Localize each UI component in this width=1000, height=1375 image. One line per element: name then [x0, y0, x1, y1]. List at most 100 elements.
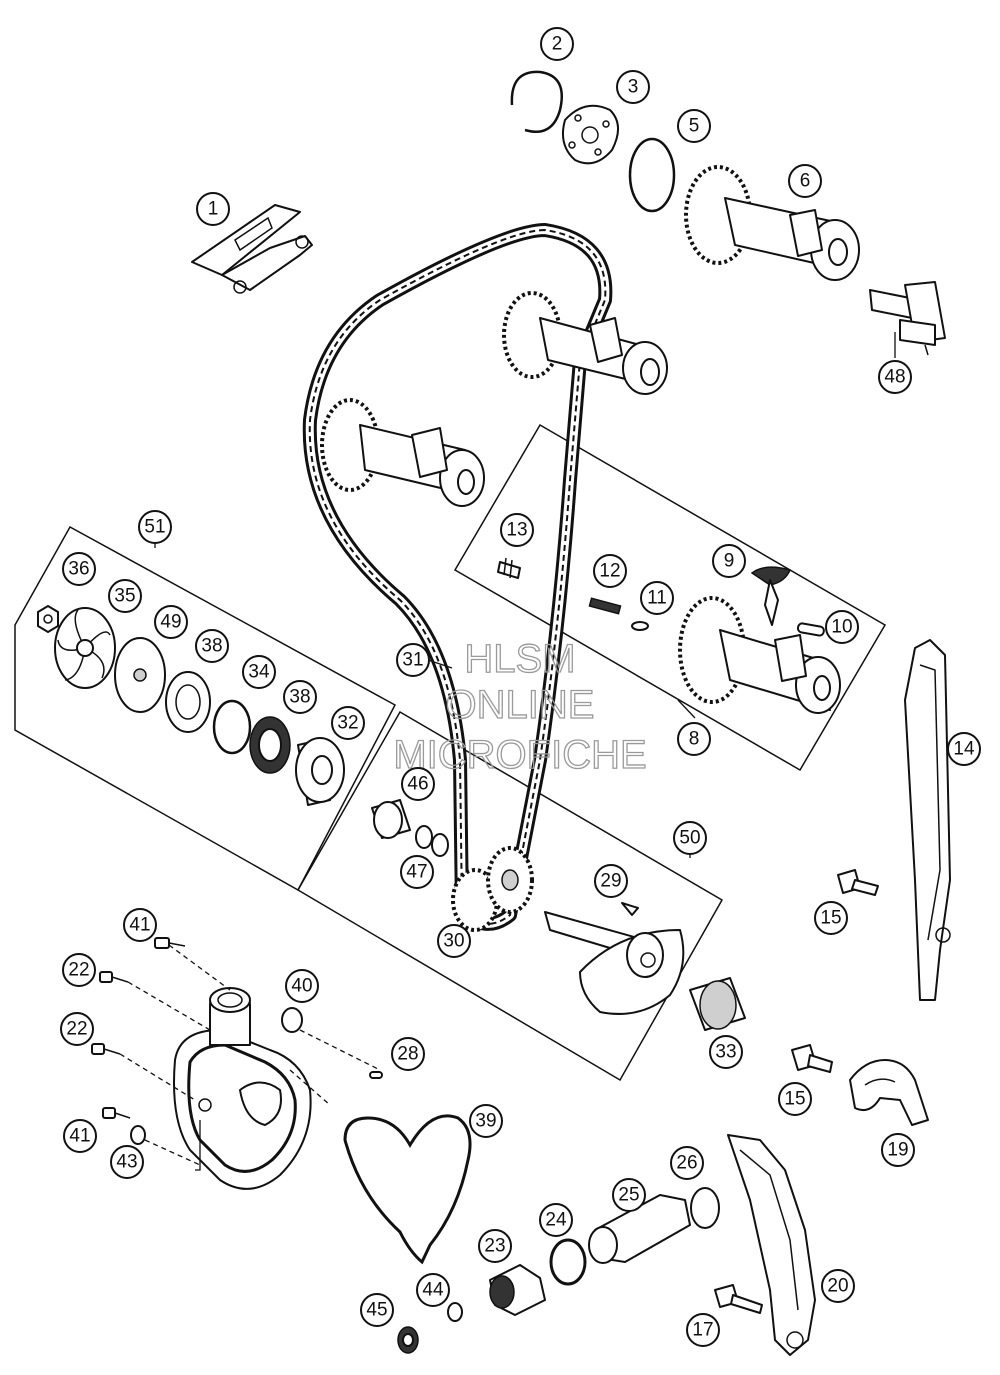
part-24-oring [549, 1238, 587, 1286]
svg-text:2: 2 [552, 34, 563, 55]
part-22-bolt-lower [91, 1043, 121, 1055]
part-26-oring [690, 1187, 720, 1229]
callout-8: 8 [677, 722, 711, 756]
callout-5: 5 [677, 109, 711, 143]
part-2-circlip [510, 70, 563, 133]
part-48-sensor [869, 281, 946, 356]
callout-15-lower: 15 [778, 1082, 812, 1116]
watermark: HLSM ONLINE MICROFICHE [393, 636, 648, 777]
part-5-oring [628, 137, 676, 213]
svg-text:3: 3 [628, 77, 639, 98]
svg-text:17: 17 [692, 1320, 713, 1341]
callout-39: 39 [469, 1104, 503, 1138]
svg-text:23: 23 [484, 1236, 505, 1257]
part-50-crankshaft [544, 911, 685, 1015]
callout-32: 32 [331, 706, 365, 740]
svg-text:51: 51 [144, 517, 165, 538]
watermark-line-1: HLSM [464, 637, 575, 681]
part-39-gasket [343, 1114, 472, 1265]
svg-text:36: 36 [68, 559, 89, 580]
part-47-oring-a [415, 825, 433, 849]
callout-22-upper: 22 [62, 953, 96, 987]
callout-36: 36 [62, 552, 96, 586]
part-19-tensioner-lever [849, 1059, 929, 1126]
callout-15-upper: 15 [814, 901, 848, 935]
part-32-bearing [295, 737, 345, 806]
svg-text:20: 20 [827, 1276, 848, 1297]
part-15-bolt-lower [791, 1044, 833, 1073]
svg-text:34: 34 [248, 662, 270, 683]
svg-text:41: 41 [69, 1126, 90, 1147]
callout-45: 45 [360, 1293, 394, 1327]
svg-text:43: 43 [116, 1152, 137, 1173]
svg-text:19: 19 [887, 1140, 908, 1161]
part-23-plug [489, 1264, 546, 1316]
callout-10: 10 [825, 610, 859, 644]
svg-text:26: 26 [676, 1153, 697, 1174]
callout-3: 3 [616, 70, 650, 104]
svg-text:28: 28 [397, 1044, 418, 1065]
part-33-bearing [689, 977, 746, 1031]
part-25-plunger [588, 1194, 691, 1264]
group-box-50 [296, 710, 724, 1082]
callout-13: 13 [500, 513, 534, 547]
callout-23: 23 [478, 1229, 512, 1263]
part-3-plate [562, 104, 619, 165]
part-35-impeller [54, 607, 116, 689]
svg-text:8: 8 [689, 729, 700, 750]
svg-text:1: 1 [208, 199, 219, 220]
callout-11: 11 [640, 581, 674, 615]
callout-35: 35 [108, 579, 142, 613]
svg-text:38: 38 [289, 687, 310, 708]
part-10-pin [796, 622, 825, 637]
part-40-plug [281, 1007, 303, 1033]
svg-text:33: 33 [715, 1042, 736, 1063]
callout-49: 49 [154, 605, 188, 639]
part-34-ring [212, 699, 252, 755]
svg-text:22: 22 [68, 960, 89, 981]
callout-40: 40 [285, 969, 319, 1003]
callout-26: 26 [670, 1146, 704, 1180]
svg-text:29: 29 [600, 871, 621, 892]
callout-41-upper: 41 [123, 908, 157, 942]
svg-text:11: 11 [647, 588, 667, 609]
callout-44: 44 [416, 1273, 450, 1307]
part-14-chain-guide [904, 639, 951, 1001]
callout-38-b: 38 [283, 680, 317, 714]
part-13-valve [497, 557, 521, 579]
callout-6: 6 [788, 164, 822, 198]
part-47-oring-b [431, 833, 449, 857]
part-22-bolt-upper [99, 971, 129, 983]
watermark-line-2: ONLINE [446, 683, 595, 727]
part-17-bolt [714, 1284, 763, 1314]
svg-text:45: 45 [366, 1300, 387, 1321]
part-12-spring [588, 597, 622, 615]
svg-text:41: 41 [129, 915, 150, 936]
part-1-bracket [191, 204, 313, 294]
part-29-key [621, 902, 639, 916]
timing-chain [302, 223, 613, 931]
svg-text:50: 50 [679, 828, 700, 849]
svg-text:47: 47 [406, 862, 427, 883]
callout-22-lower: 22 [60, 1012, 94, 1046]
svg-text:48: 48 [884, 367, 905, 388]
callout-20: 20 [821, 1269, 855, 1303]
callout-2: 2 [540, 27, 574, 61]
svg-text:10: 10 [831, 617, 852, 638]
callout-41-lower: 41 [63, 1119, 97, 1153]
watermark-line-3: MICROFICHE [393, 733, 646, 777]
part-28-dowel [369, 1071, 383, 1079]
part-46-bushing [371, 799, 411, 839]
part-38-seal-b [249, 716, 291, 774]
svg-text:46: 46 [407, 774, 428, 795]
callout-29: 29 [594, 864, 628, 898]
camshaft-lower [320, 398, 485, 507]
part-6-camshaft [684, 165, 860, 281]
part-30-sprocket [451, 846, 534, 932]
svg-text:44: 44 [422, 1280, 444, 1301]
part-44-washer [447, 1302, 463, 1322]
svg-text:32: 32 [337, 713, 358, 734]
svg-text:38: 38 [201, 636, 222, 657]
callout-38-a: 38 [195, 629, 229, 663]
callout-31: 31 [396, 643, 430, 677]
